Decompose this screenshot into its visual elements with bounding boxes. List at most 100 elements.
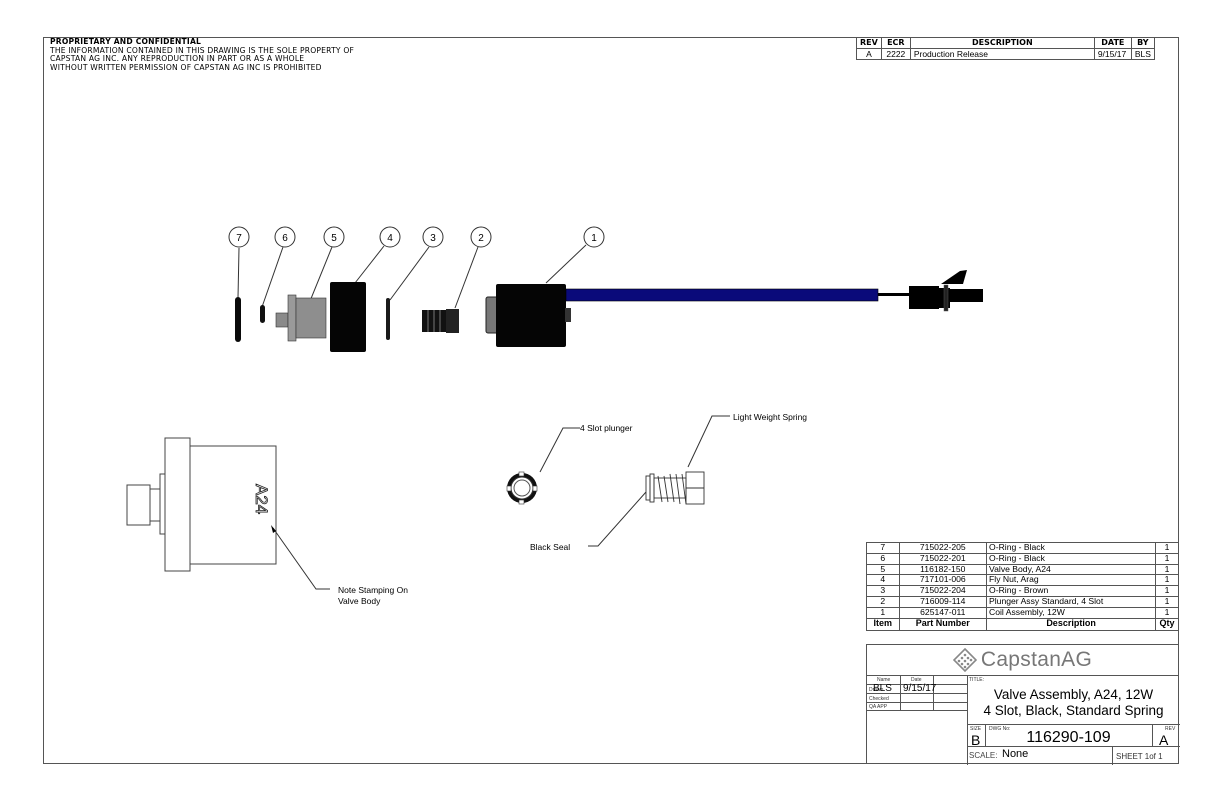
revision-table: REV ECR DESCRIPTION DATE BY A 2222 Produ…	[856, 37, 1155, 60]
confidentiality-notice: PROPRIETARY AND CONFIDENTIAL THE INFORMA…	[50, 37, 354, 72]
bom-part-number-cell: 715022-201	[898, 552, 988, 565]
scale-value: None	[1002, 748, 1029, 760]
bom-qty-cell: 1	[1155, 595, 1179, 608]
bom-item-cell: 1	[866, 606, 900, 619]
sheet-number: SHEET 1of 1	[1116, 752, 1163, 761]
o-ring-6-part	[260, 305, 265, 323]
bom-qty-cell: 1	[1155, 585, 1179, 597]
capstan-diamond-icon	[952, 648, 977, 672]
rev-label: REV	[1165, 726, 1176, 732]
seal-annotation: Black Seal	[530, 542, 571, 552]
o-ring-3-part	[386, 298, 390, 340]
bom-qty-cell: 1	[1155, 606, 1179, 619]
company-logo: CapstanAG	[866, 644, 1179, 676]
scale-label: SCALE:	[969, 751, 998, 760]
bom-item-cell: 4	[866, 574, 900, 587]
balloon-label: 2	[478, 233, 484, 244]
stamp-text: A24	[252, 484, 271, 514]
revision-row: A 2222 Production Release 9/15/17 BLS	[856, 48, 1155, 60]
stamp-note-line2: Valve Body	[338, 596, 381, 606]
valve-body-part	[275, 294, 327, 342]
valve-body-side-view	[126, 437, 277, 572]
plunger-annotation: 4 Slot plunger	[580, 423, 633, 433]
balloon-label: 7	[236, 233, 242, 244]
balloon-label: 3	[430, 233, 436, 244]
balloon-label: 4	[387, 233, 393, 244]
notice-line: CAPSTAN AG INC. ANY REPRODUCTION IN PART…	[50, 54, 305, 64]
notice-heading: PROPRIETARY AND CONFIDENTIAL	[50, 37, 202, 46]
bom-item-header: Item	[866, 617, 900, 631]
by-cell: BLS	[1130, 48, 1155, 60]
four-slot-plunger-view	[506, 471, 538, 505]
balloon-7: 7	[228, 226, 250, 299]
fly-nut-part	[330, 282, 366, 352]
name-label: Name	[877, 677, 891, 683]
drawn-label: Drawn	[869, 687, 884, 693]
balloon-label: 5	[331, 233, 337, 244]
bom-part-header: Part Number	[898, 617, 988, 631]
bom-qty-cell: 1	[1155, 563, 1179, 576]
bom-qty-cell: 1	[1155, 542, 1179, 554]
bom-description-header: Description	[986, 617, 1157, 631]
title-block-grid: Name Date TITLE: Drawn Checked QA APP BL…	[866, 675, 1180, 765]
balloon-3: 3	[389, 226, 444, 301]
bom-item-cell: 2	[866, 595, 900, 608]
logo-text: CapstanAG	[980, 648, 1093, 671]
bom-description-cell: Plunger Assy Standard, 4 Slot	[986, 595, 1157, 608]
stamp-note-line1: Note Stamping On	[338, 585, 408, 595]
drawing-border	[43, 37, 1179, 764]
balloon-label: 1	[591, 233, 597, 244]
bom-description-cell: O-Ring - Black	[986, 542, 1157, 554]
rev-value: A	[1159, 732, 1169, 748]
bom-qty-cell: 1	[1155, 552, 1179, 565]
bom-qty-header: Qty	[1155, 617, 1179, 631]
balloon-2: 2	[454, 226, 492, 309]
bom-part-number-cell: 717101-006	[898, 574, 988, 587]
bom-description-cell: O-Ring - Black	[986, 552, 1157, 565]
cable	[565, 288, 879, 302]
drawing-title: Valve Assembly, A24, 12W 4 Slot, Black, …	[967, 687, 1180, 719]
bom-item-cell: 3	[866, 585, 900, 597]
drawing-number: 116290-109	[1026, 729, 1111, 746]
bom-item-cell: 5	[866, 563, 900, 576]
stamp-leader	[272, 527, 330, 590]
bom-description-cell: O-Ring - Brown	[986, 585, 1157, 597]
drawn-date: 9/15/17	[903, 683, 937, 694]
balloon-4: 4	[354, 226, 401, 284]
balloon-6: 6	[261, 226, 296, 308]
drawn-name: BLS	[873, 683, 892, 694]
bom-description-cell: Coil Assembly, 12W	[986, 606, 1157, 619]
balloon-1: 1	[545, 226, 605, 284]
size-label: SIZE	[970, 726, 982, 732]
title-line-1: Valve Assembly, A24, 12W	[993, 687, 1154, 702]
spring-plunger-view	[645, 471, 705, 505]
date-cell: 9/15/17	[1093, 48, 1132, 60]
spring-leader	[687, 415, 730, 468]
bom-header-row: Item Part Number Description Qty	[866, 617, 1179, 631]
balloon-label: 6	[282, 233, 288, 244]
title-line-2: 4 Slot, Black, Standard Spring	[983, 703, 1164, 718]
bom-part-number-cell: 715022-205	[898, 542, 988, 554]
seal-leader	[588, 491, 647, 547]
dwg-label: DWG No:	[989, 726, 1011, 732]
coil-assembly-part	[485, 270, 983, 347]
bom-description-cell: Valve Body, A24	[986, 563, 1157, 576]
balloon-5: 5	[307, 226, 345, 307]
bom-part-number-cell: 715022-204	[898, 585, 988, 597]
bom-part-number-cell: 716009-114	[898, 595, 988, 608]
notice-line: WITHOUT WRITTEN PERMISSION OF CAPSTAN AG…	[50, 62, 322, 72]
o-ring-7-part	[235, 297, 241, 342]
bom-qty-cell: 1	[1155, 574, 1179, 587]
plunger-leader	[539, 427, 580, 473]
size-value: B	[971, 732, 981, 748]
